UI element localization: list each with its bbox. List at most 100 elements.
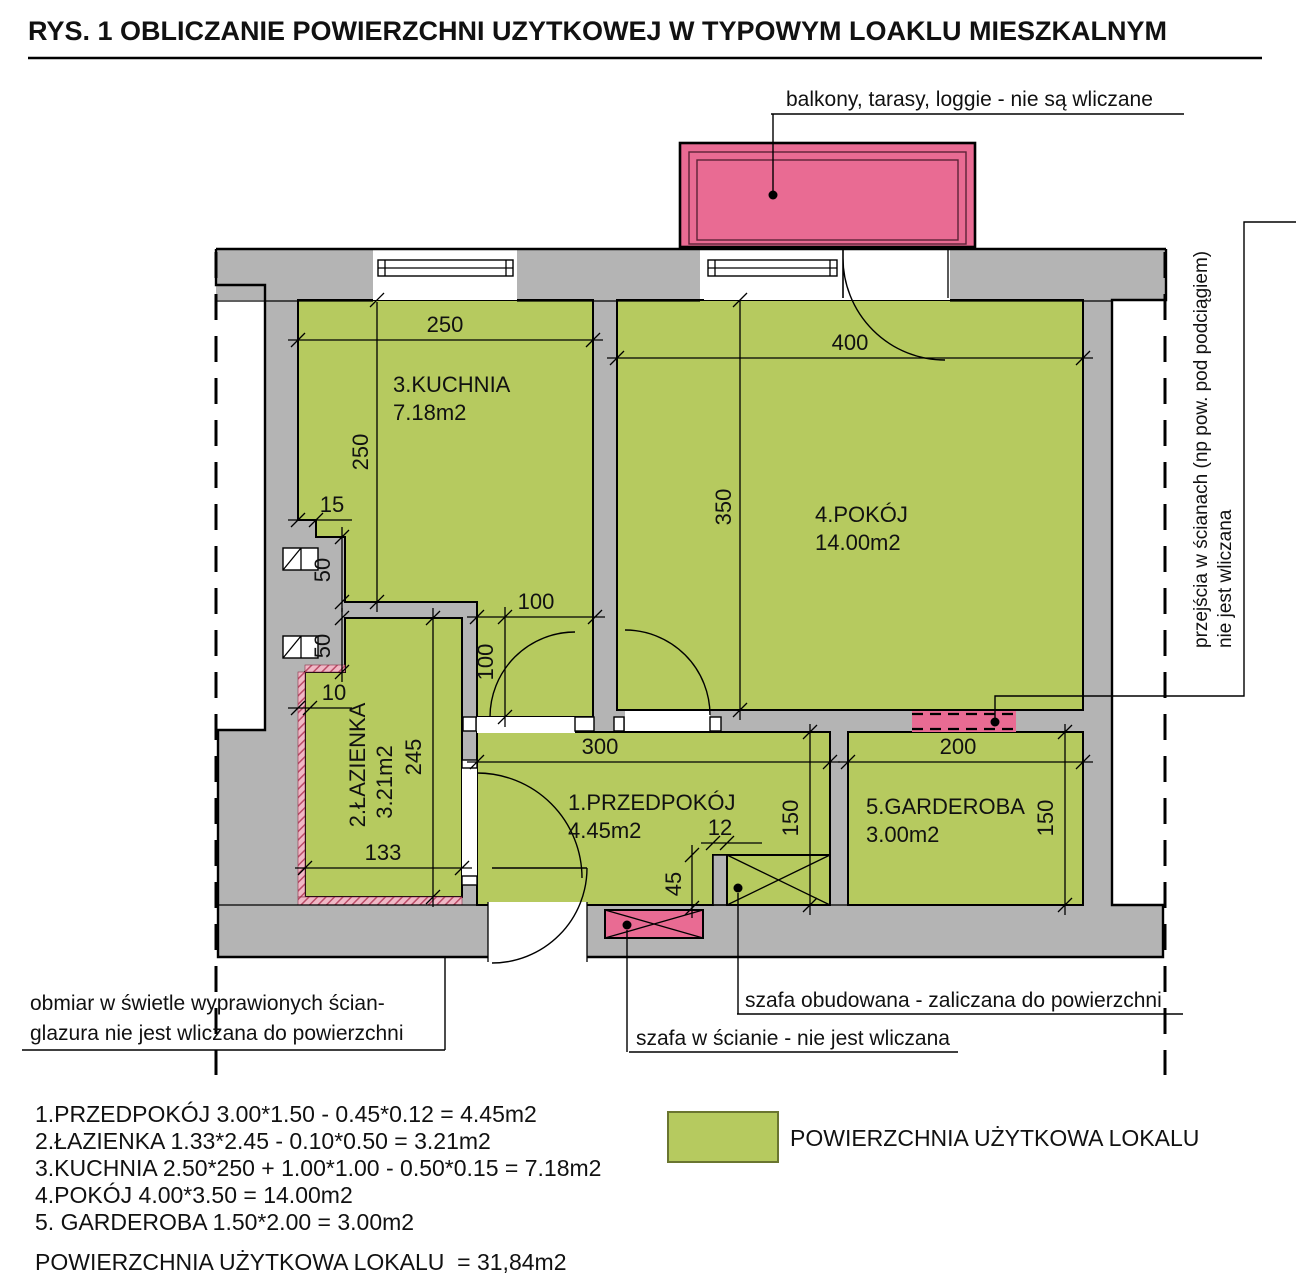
doorway-vestibule-jamb-right <box>574 716 595 732</box>
dim-label: 300 <box>582 734 619 759</box>
dim-garderoba-width: 200 <box>838 734 1093 770</box>
annotation-obmiar-text-1: obmiar w świetle wyprawionych ścian- <box>30 992 385 1015</box>
window-kitchen-bars <box>378 260 513 276</box>
room-pokoj <box>616 299 1084 711</box>
dim-label: 400 <box>832 330 869 355</box>
dim-label: 100 <box>518 589 555 614</box>
wall-bathroom-top <box>298 602 477 618</box>
door-room4-swing <box>624 629 711 716</box>
dim-label: 150 <box>1033 800 1058 837</box>
label-lazienka-name: 2.ŁAZIENKA <box>345 702 370 827</box>
dim-garderoba-height: 150 <box>1033 724 1073 915</box>
dim-label: 250 <box>427 312 464 337</box>
annotation-balcony: balkony, tarasy, loggie - nie są wliczan… <box>768 88 1184 200</box>
annotation-szafa-w-scianie-leader <box>626 930 958 1053</box>
annotation-passage-text-2: nie jest wliczana <box>1215 509 1236 648</box>
dim-marks <box>288 332 603 348</box>
windows <box>373 250 950 300</box>
legend-label: POWIERZCHNIA UŻYTKOWA LOKALU <box>790 1125 1199 1151</box>
annotations: balkony, tarasy, loggie - nie są wliczan… <box>22 88 1296 1053</box>
wall-kitchen-room4 <box>593 300 617 717</box>
calc-line-3: 3.KUCHNIA 2.50*250 + 1.00*1.00 - 0.50*0.… <box>35 1155 601 1181</box>
dim-marks <box>1057 724 1073 915</box>
calc-line-1: 1.PRZEDPOKÓJ 3.00*1.50 - 0.45*0.12 = 4.4… <box>35 1101 537 1127</box>
tile-strip-step <box>304 664 346 673</box>
wall-top-right-pier <box>950 248 1166 300</box>
door-entrance-swing <box>491 867 588 964</box>
dim-marks <box>467 754 840 770</box>
page-title: RYS. 1 OBLICZANIE POWIERZCHNI UZYTKOWEJ … <box>28 16 1167 46</box>
balcony <box>678 141 977 249</box>
label-lazienka-area: 3.21m2 <box>372 745 397 818</box>
dim-label: 200 <box>940 734 977 759</box>
dim-label: 100 <box>473 644 498 681</box>
annotation-szafa-obudowana-text: szafa obudowana - zaliczana do powierzch… <box>745 989 1162 1012</box>
wall-garderoba-left <box>830 732 848 905</box>
annotation-passage-leader <box>994 221 1296 722</box>
dim-marks <box>607 350 1093 366</box>
doorway-bathroom <box>462 766 477 876</box>
annotation-balcony-dot <box>768 190 778 200</box>
dim-label: 250 <box>348 434 373 471</box>
dim-lazienka-width: 133 <box>295 840 472 876</box>
annotation-passage-text-1: przejścia w ścianach (np pow. pod podcią… <box>1191 251 1212 648</box>
dim-glazura-10: 10 <box>288 680 352 716</box>
built-in-closet <box>712 854 831 906</box>
total-area-text: POWIERZCHNIA UŻYTKOWA LOKALU = 31,84m2 <box>35 1249 566 1275</box>
dimensions: 250 250 400 350 15 50 50 10 <box>288 292 1093 918</box>
wall-right <box>1083 300 1112 958</box>
dim-label: 350 <box>711 489 736 526</box>
label-pokoj-area: 14.00m2 <box>815 530 901 555</box>
wall-passage <box>912 711 1016 732</box>
excluded-elements <box>604 711 1016 939</box>
door-kitchen-swing <box>489 631 576 718</box>
balcony-rail-inner <box>696 159 959 241</box>
doorway-room4-jamb-left <box>613 716 625 732</box>
annotation-szafa-obudowana: szafa obudowana - zaliczana do powierzch… <box>737 893 1183 1015</box>
dim-marks <box>334 608 350 682</box>
room-labels: 3.KUCHNIA 7.18m2 4.POKÓJ 14.00m2 2.ŁAZIE… <box>345 372 1025 847</box>
dim-label: 12 <box>708 815 732 840</box>
dim-aneks-height: 100 <box>473 607 513 727</box>
dim-marks <box>802 724 818 915</box>
dim-kuchnia-height: 250 <box>348 292 385 612</box>
walls <box>216 248 1166 958</box>
label-garderoba-area: 3.00m2 <box>866 822 939 847</box>
dim-marks <box>684 845 700 918</box>
dim-pokoj-height: 350 <box>711 292 748 720</box>
annotation-obmiar-leader <box>22 958 446 1051</box>
dim-label: 245 <box>401 739 426 776</box>
annotation-obmiar: obmiar w świetle wyprawionych ścian- gla… <box>22 958 446 1051</box>
closet-stub-wall <box>712 854 728 906</box>
legend: POWIERZCHNIA UŻYTKOWA LOKALU <box>667 1111 1199 1163</box>
dim-label: 45 <box>661 872 686 896</box>
closet-built-in-cross <box>726 854 831 906</box>
annotation-balcony-text: balkony, tarasy, loggie - nie są wliczan… <box>786 88 1153 111</box>
dim-szafa-45: 45 <box>661 845 700 918</box>
calc-line-2: 2.ŁAZIENKA 1.33*2.45 - 0.10*0.50 = 3.21m… <box>35 1128 491 1154</box>
wall-left <box>265 283 298 730</box>
dim-marks <box>838 754 1093 770</box>
dim-label: 50 <box>310 634 335 658</box>
header: RYS. 1 OBLICZANIE POWIERZCHNI UZYTKOWEJ … <box>28 16 1262 60</box>
dim-marks <box>732 292 748 720</box>
entrance-jambs <box>487 902 588 962</box>
doorway-room4 <box>625 711 710 731</box>
doorway-vestibule <box>477 717 575 733</box>
entrance-opening <box>488 902 587 964</box>
dim-vent-50-lower: 50 <box>310 608 350 682</box>
dim-lazienka-height: 245 <box>401 608 441 907</box>
annotation-szafa-w-scianie-text: szafa w ścianie - nie jest wliczana <box>636 1027 950 1050</box>
calc-line-4: 4.POKÓJ 4.00*3.50 = 14.00m2 <box>35 1182 353 1208</box>
doorway-bathroom-jamb-bottom <box>461 875 478 886</box>
label-kuchnia-area: 7.18m2 <box>393 400 466 425</box>
label-przedpokoj-name: 1.PRZEDPOKÓJ <box>568 790 735 815</box>
dim-marks <box>334 527 350 612</box>
closet-in-wall-cross <box>604 909 704 939</box>
room-garderoba <box>847 731 1084 906</box>
window-room4-bars <box>708 260 837 276</box>
doorway-room4-jamb-right <box>709 716 722 732</box>
dim-przedpokoj-height: 150 <box>778 724 818 915</box>
dim-marks <box>369 292 385 612</box>
